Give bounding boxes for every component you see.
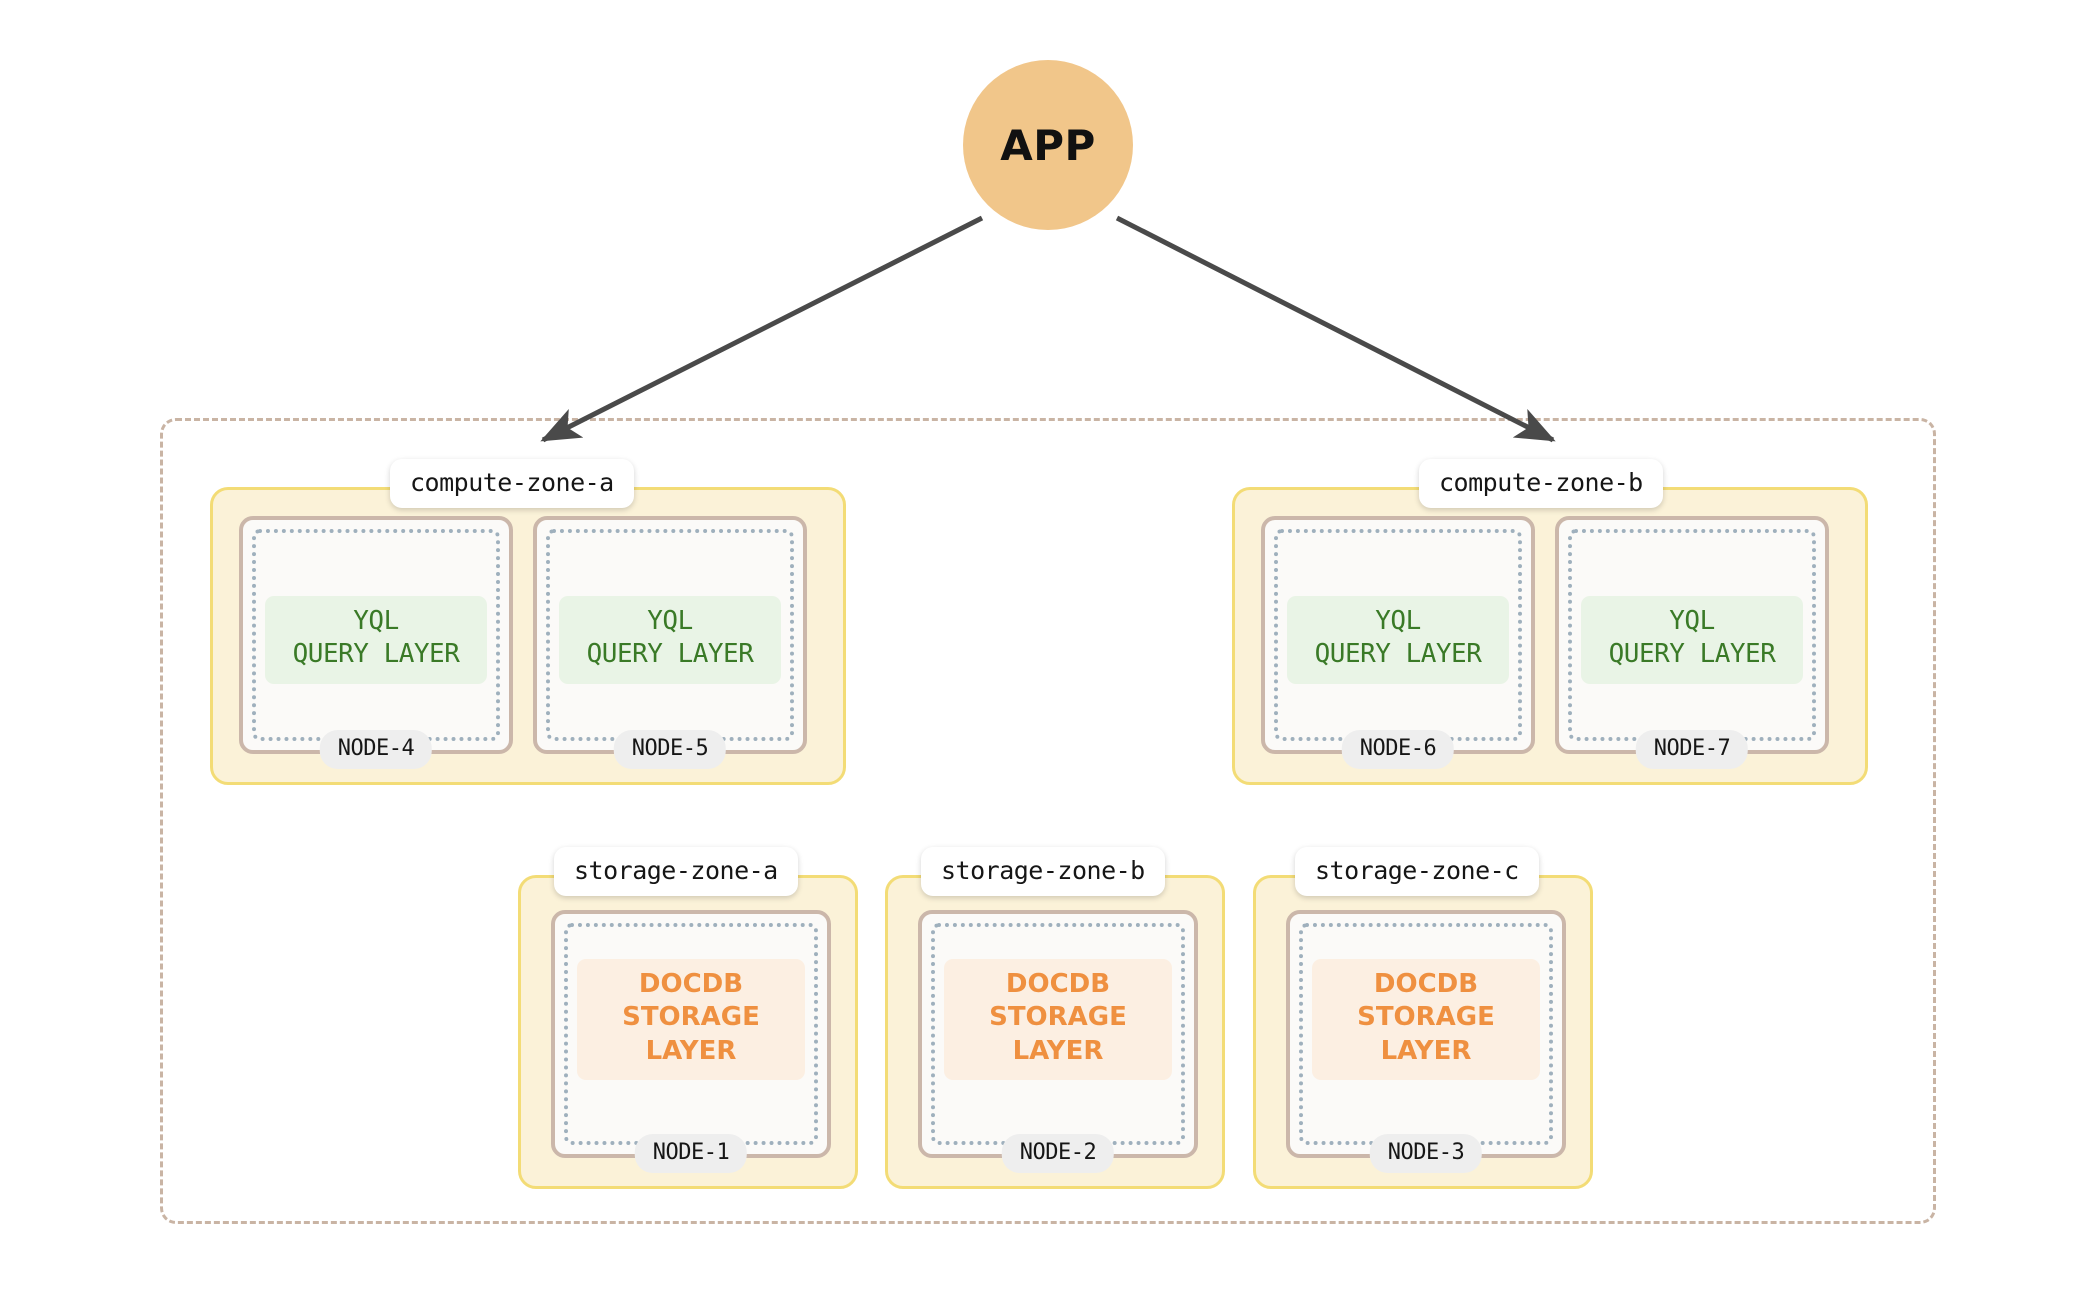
node-2-name-badge: NODE-2 bbox=[1001, 1134, 1115, 1173]
storage-zone-c[interactable]: DOCDB STORAGE LAYER NODE-3 bbox=[1253, 875, 1593, 1189]
node-5-name-badge: NODE-5 bbox=[613, 730, 727, 769]
node-5-layer-line1: YQL bbox=[647, 606, 693, 636]
node-3-docdb-layer: DOCDB STORAGE LAYER bbox=[1312, 959, 1540, 1080]
node-4-layer-line1: YQL bbox=[353, 606, 399, 636]
node-1-layer-line1: DOCDB bbox=[638, 969, 744, 1000]
node-4[interactable]: YQL QUERY LAYER NODE-4 bbox=[239, 516, 513, 769]
node-1-name-badge: NODE-1 bbox=[634, 1134, 748, 1173]
node-7-layer-line2: QUERY LAYER bbox=[1608, 639, 1776, 670]
node-7[interactable]: YQL QUERY LAYER NODE-7 bbox=[1555, 516, 1829, 769]
node-7-yql-layer: YQL QUERY LAYER bbox=[1581, 596, 1803, 684]
app-node[interactable]: APP bbox=[963, 60, 1133, 230]
storage-zone-b-label: storage-zone-b bbox=[921, 847, 1165, 896]
storage-zone-b[interactable]: DOCDB STORAGE LAYER NODE-2 bbox=[885, 875, 1225, 1189]
node-2[interactable]: DOCDB STORAGE LAYER NODE-2 bbox=[918, 910, 1198, 1173]
node-5[interactable]: YQL QUERY LAYER NODE-5 bbox=[533, 516, 807, 769]
node-1[interactable]: DOCDB STORAGE LAYER NODE-1 bbox=[551, 910, 831, 1173]
edge-app-to-compute-zone-b bbox=[1115, 215, 1556, 443]
app-label: APP bbox=[1000, 120, 1096, 170]
cluster-boundary bbox=[160, 418, 1936, 1224]
node-5-yql-layer: YQL QUERY LAYER bbox=[559, 596, 781, 684]
storage-zone-a-label: storage-zone-a bbox=[554, 847, 798, 896]
node-6-name-badge: NODE-6 bbox=[1341, 730, 1455, 769]
storage-zone-a[interactable]: DOCDB STORAGE LAYER NODE-1 bbox=[518, 875, 858, 1189]
node-4-yql-layer: YQL QUERY LAYER bbox=[265, 596, 487, 684]
node-6-layer-line2: QUERY LAYER bbox=[1314, 639, 1482, 670]
node-6[interactable]: YQL QUERY LAYER NODE-6 bbox=[1261, 516, 1535, 769]
edge-app-to-compute-zone-a bbox=[540, 215, 984, 443]
compute-zone-a[interactable]: YQL QUERY LAYER NODE-4 YQL QUERY LAYER N… bbox=[210, 487, 846, 785]
node-3-layer-line1: DOCDB bbox=[1373, 969, 1479, 1000]
node-3-layer-line2: STORAGE LAYER bbox=[1357, 1002, 1495, 1066]
node-1-docdb-layer: DOCDB STORAGE LAYER bbox=[577, 959, 805, 1080]
node-2-layer-line2: STORAGE LAYER bbox=[989, 1002, 1127, 1066]
node-2-docdb-layer: DOCDB STORAGE LAYER bbox=[944, 959, 1172, 1080]
node-7-layer-line1: YQL bbox=[1669, 606, 1715, 636]
node-6-layer-line1: YQL bbox=[1375, 606, 1421, 636]
node-3-name-badge: NODE-3 bbox=[1369, 1134, 1483, 1173]
node-4-name-badge: NODE-4 bbox=[319, 730, 433, 769]
compute-zone-b-label: compute-zone-b bbox=[1419, 459, 1663, 508]
node-2-layer-line1: DOCDB bbox=[1005, 969, 1111, 1000]
node-6-yql-layer: YQL QUERY LAYER bbox=[1287, 596, 1509, 684]
node-3[interactable]: DOCDB STORAGE LAYER NODE-3 bbox=[1286, 910, 1566, 1173]
node-4-layer-line2: QUERY LAYER bbox=[292, 639, 460, 670]
storage-zone-c-label: storage-zone-c bbox=[1295, 847, 1539, 896]
node-7-name-badge: NODE-7 bbox=[1635, 730, 1749, 769]
node-5-layer-line2: QUERY LAYER bbox=[586, 639, 754, 670]
compute-zone-b[interactable]: YQL QUERY LAYER NODE-6 YQL QUERY LAYER N… bbox=[1232, 487, 1868, 785]
node-1-layer-line2: STORAGE LAYER bbox=[622, 1002, 760, 1066]
compute-zone-a-label: compute-zone-a bbox=[390, 459, 634, 508]
